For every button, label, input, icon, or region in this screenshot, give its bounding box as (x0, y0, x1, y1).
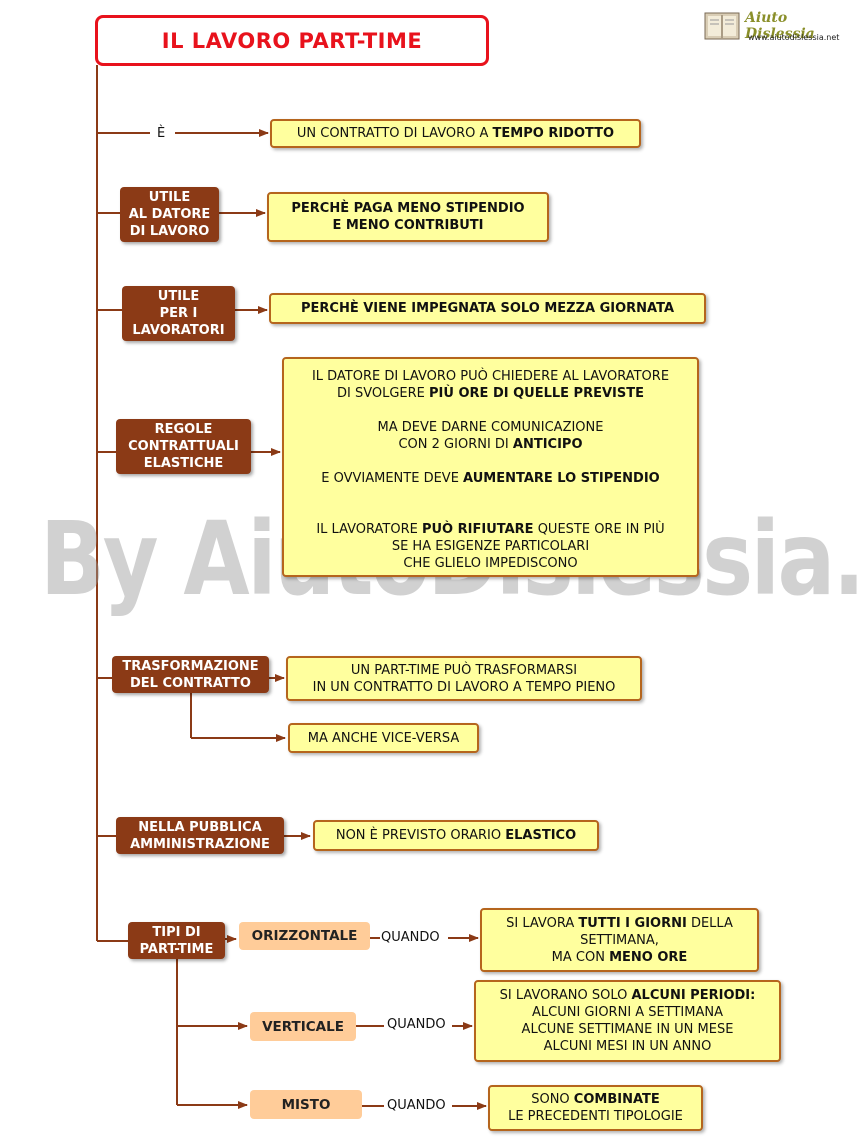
node-utile-datore-box: PERCHÈ PAGA MENO STIPENDIO E MENO CONTRI… (267, 192, 549, 242)
node-regole-label: REGOLE CONTRATTUALI ELASTICHE (116, 419, 251, 474)
node-orizzontale-box: SI LAVORA TUTTI I GIORNI DELLA SETTIMANA… (480, 908, 759, 972)
node-utile-datore-label: UTILE AL DATORE DI LAVORO (120, 187, 219, 242)
node-verticale-box: SI LAVORANO SOLO ALCUNI PERIODI: ALCUNI … (474, 980, 781, 1062)
node-trasformazione-box: UN PART-TIME PUÒ TRASFORMARSI IN UN CONT… (286, 656, 642, 701)
logo-url: www.aiutodislessia.net (748, 33, 840, 42)
node-verticale-label: VERTICALE (250, 1012, 356, 1041)
node-utile-lavoratori-box: PERCHÈ VIENE IMPEGNATA SOLO MEZZA GIORNA… (269, 293, 706, 324)
node-misto-box: SONO COMBINATE LE PRECEDENTI TIPOLOGIE (488, 1085, 703, 1131)
page-title: IL LAVORO PART-TIME (95, 15, 489, 66)
connector-quando-orizzontale: QUANDO (381, 930, 440, 945)
node-contratto-box: UN CONTRATTO DI LAVORO A TEMPO RIDOTTO (270, 119, 641, 148)
connector-quando-verticale: QUANDO (387, 1017, 446, 1032)
node-vice-versa-box: MA ANCHE VICE-VERSA (288, 723, 479, 753)
node-tipi-label: TIPI DI PART-TIME (128, 922, 225, 959)
connector-quando-misto: QUANDO (387, 1098, 446, 1113)
connector-e-label: È (157, 126, 166, 141)
logo: Aiuto Dislessia www.aiutodislessia.net (703, 9, 858, 45)
node-misto-label: MISTO (250, 1090, 362, 1119)
node-pubblica-box: NON È PREVISTO ORARIO ELASTICO (313, 820, 599, 851)
node-utile-lavoratori-label: UTILE PER I LAVORATORI (122, 286, 235, 341)
node-pubblica-label: NELLA PUBBLICA AMMINISTRAZIONE (116, 817, 284, 854)
node-trasformazione-label: TRASFORMAZIONE DEL CONTRATTO (112, 656, 269, 693)
book-logo-icon (704, 12, 740, 40)
node-orizzontale-label: ORIZZONTALE (239, 922, 370, 950)
node-regole-box: IL DATORE DI LAVORO PUÒ CHIEDERE AL LAVO… (282, 357, 699, 577)
logo-name: Aiuto Dislessia (745, 10, 815, 42)
